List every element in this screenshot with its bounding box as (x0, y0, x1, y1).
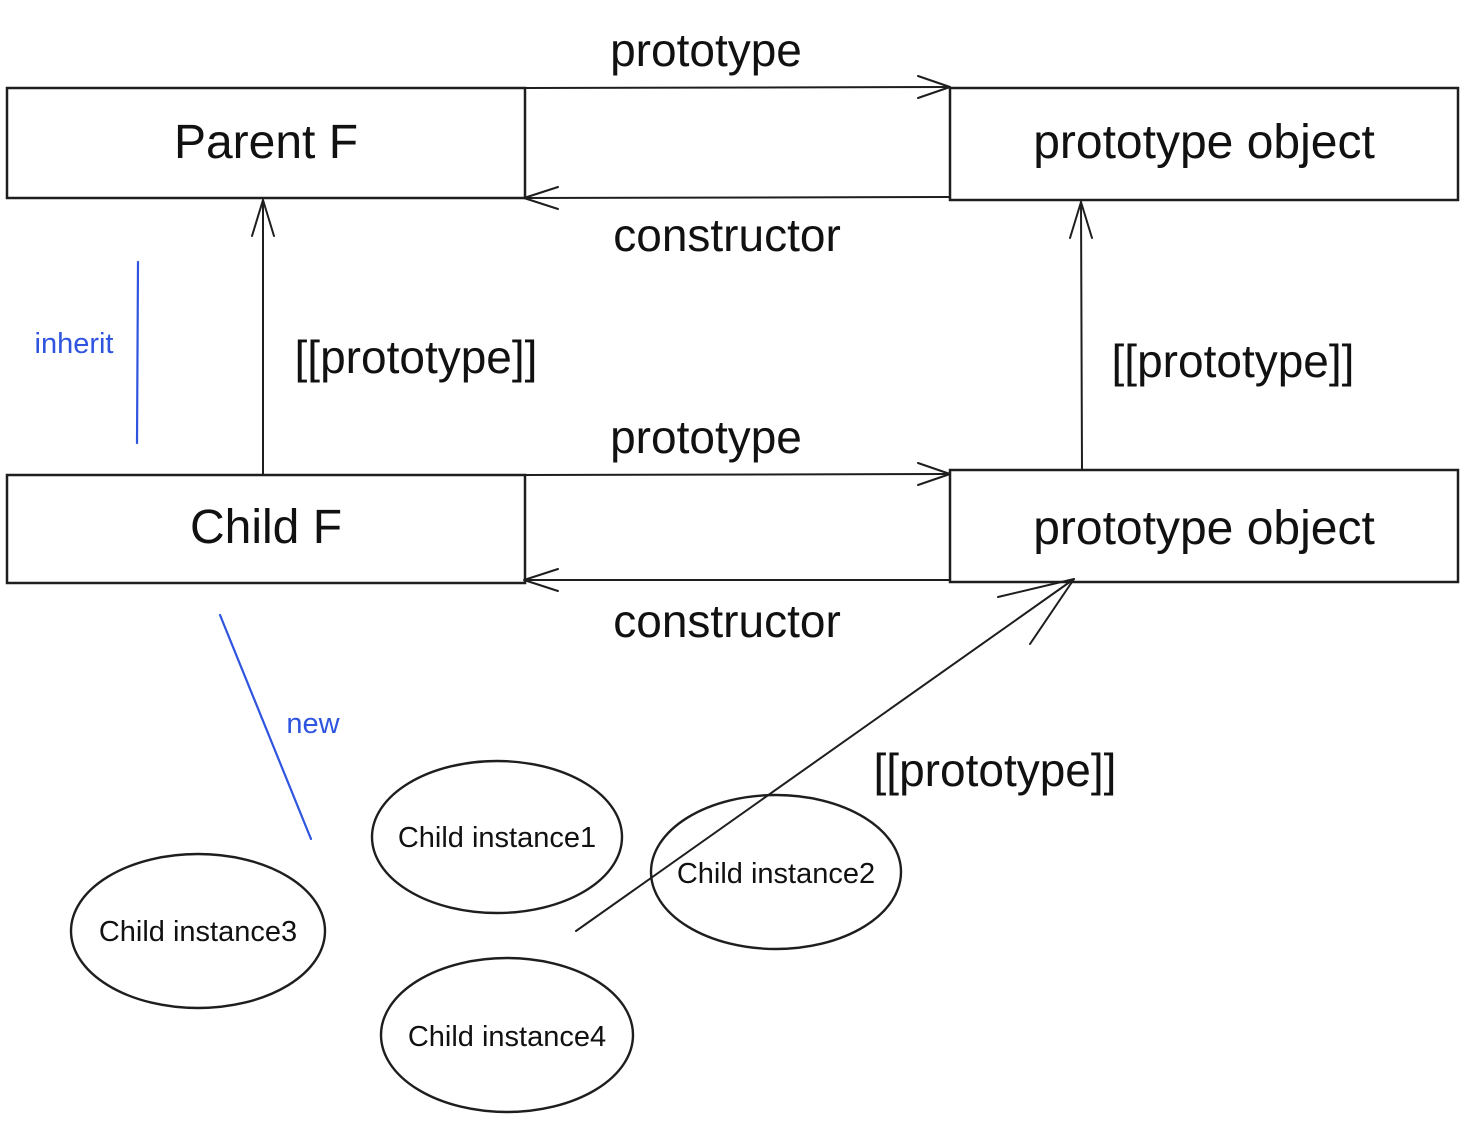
mid-prototype-arrowhead (917, 462, 951, 486)
child-prototype-label: prototype object (1033, 502, 1375, 555)
top-prototype-arrow (524, 86, 951, 89)
parent-prototype-node: prototype object (948, 86, 1460, 202)
right-proto-link-label: [[prototype]] (1112, 335, 1355, 387)
child-f-box (5, 473, 527, 585)
mid-prototype-label: prototype (610, 411, 802, 463)
new-marker-line (218, 613, 313, 841)
mid-constructor-arrowhead (523, 568, 559, 592)
top-constructor-arrow (524, 196, 951, 199)
parent-prototype-label: prototype object (1033, 116, 1375, 169)
instance-proto-link-label: [[prototype]] (874, 744, 1117, 796)
child-instance1-ellipse (370, 759, 624, 915)
child-f-node: Child F (5, 473, 527, 585)
child-instance3-node: Child instance3 (69, 852, 327, 1010)
child-instance4-label: Child instance4 (408, 1021, 606, 1053)
mid-constructor-label: constructor (613, 595, 841, 647)
mid-prototype-arrow (524, 473, 951, 476)
childproto-to-parentproto-arrowhead (1069, 201, 1093, 239)
child-instance2-label: Child instance2 (677, 858, 875, 890)
parent-f-label: Parent F (174, 116, 358, 169)
child-instance1-node: Child instance1 (370, 759, 624, 915)
child-instance3-ellipse (69, 852, 327, 1010)
child-to-parent-proto-arrowhead (251, 199, 275, 237)
child-instance4-ellipse (379, 956, 635, 1114)
inherit-marker-line (135, 260, 140, 445)
childproto-to-parentproto-arrow (1080, 201, 1083, 471)
parent-f-node: Parent F (5, 86, 527, 200)
child-prototype-node: prototype object (948, 468, 1460, 584)
child-instance3-label: Child instance3 (99, 916, 297, 948)
top-prototype-arrowhead (917, 75, 951, 99)
child-instance2-node: Child instance2 (649, 793, 903, 951)
new-label: new (286, 708, 340, 740)
instance-proto-arrowhead (997, 578, 1075, 645)
child-f-label: Child F (190, 501, 342, 554)
top-prototype-label: prototype (610, 24, 802, 76)
top-constructor-label: constructor (613, 209, 841, 261)
parent-prototype-box (948, 86, 1460, 202)
top-constructor-arrowhead (523, 186, 559, 210)
child-instance1-label: Child instance1 (398, 822, 596, 854)
inherit-label: inherit (35, 328, 114, 360)
child-instance4-node: Child instance4 (379, 956, 635, 1114)
instance-proto-arrow (575, 578, 1075, 932)
left-proto-link-label: [[prototype]] (295, 331, 538, 383)
child-prototype-box (948, 468, 1460, 584)
parent-f-box (5, 86, 527, 200)
